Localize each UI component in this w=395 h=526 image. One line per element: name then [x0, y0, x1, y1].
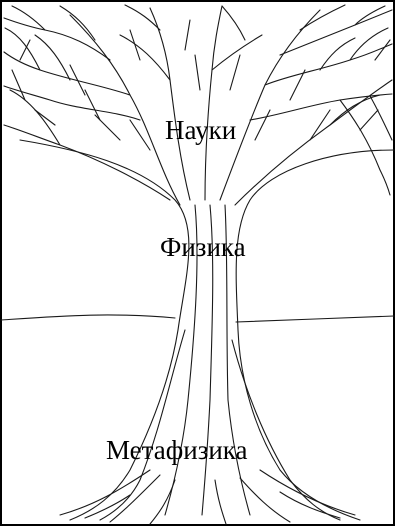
root: [259, 469, 356, 516]
label-physics: Физика: [160, 232, 246, 262]
root: [149, 479, 176, 525]
branch: [124, 4, 161, 31]
branch: [219, 9, 321, 201]
branch: [34, 34, 71, 81]
trunk-fiber: [224, 204, 251, 516]
trunk-fiber: [201, 204, 214, 516]
root: [239, 477, 291, 523]
branch: [69, 14, 181, 206]
trunk-fiber: [99, 329, 186, 521]
branch: [211, 34, 263, 71]
branch: [279, 9, 393, 56]
branch: [339, 99, 391, 196]
trunk-left-outline: [19, 139, 190, 521]
branch: [3, 124, 171, 201]
root: [109, 474, 161, 523]
root: [84, 494, 131, 519]
branch: [221, 5, 246, 41]
branch: [264, 43, 393, 86]
twig: [34, 109, 271, 151]
twig: [11, 39, 101, 121]
root: [59, 469, 151, 516]
branch: [4, 27, 41, 71]
branch: [354, 5, 386, 26]
branch: [59, 5, 96, 41]
branch: [299, 4, 346, 31]
trunk-right-outline: [235, 149, 395, 521]
branch: [149, 7, 191, 201]
branch: [369, 95, 393, 141]
twig: [289, 39, 391, 141]
branch: [319, 37, 356, 71]
branch: [119, 34, 171, 81]
root: [279, 491, 341, 519]
trunk-fiber: [231, 339, 341, 521]
ground-line: [0, 314, 395, 323]
branch: [349, 27, 389, 61]
trunk-fiber: [164, 204, 198, 516]
branch: [11, 5, 46, 31]
root: [214, 479, 227, 525]
branch: [329, 94, 381, 126]
branch: [9, 89, 61, 146]
label-sciences: Науки: [165, 115, 237, 145]
branch: [3, 85, 141, 121]
branch: [204, 5, 223, 201]
label-metaphysics: Метафизика: [106, 435, 248, 465]
twig: [129, 19, 241, 91]
